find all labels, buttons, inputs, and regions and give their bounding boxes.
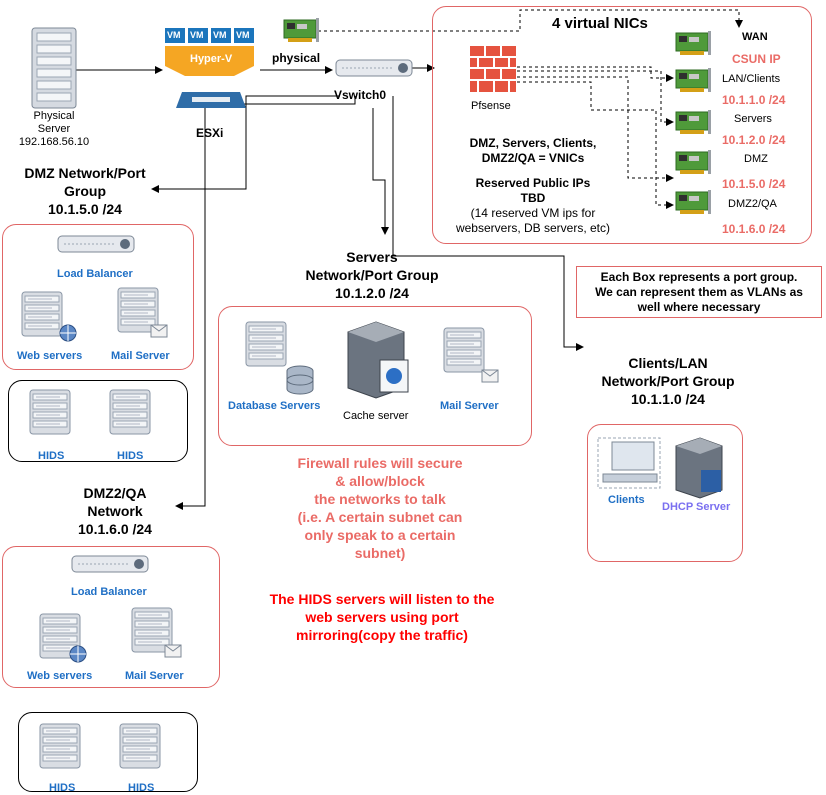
cache-server-label: Cache server (343, 410, 409, 422)
mail-icon (150, 324, 168, 338)
physical-nic-icon (283, 17, 320, 43)
mail-icon (481, 369, 499, 383)
hids-note-line3: mirroring(copy the traffic) (296, 627, 468, 643)
nic-servers-ip: 10.1.2.0 /24 (722, 133, 786, 147)
firewall-note-line2: & allow/block (335, 473, 425, 489)
hyperv-icon (165, 28, 254, 76)
globe-icon (59, 324, 77, 342)
port-group-note-box (576, 266, 822, 318)
vm-label-1: VM (167, 30, 181, 40)
dmz-hids-group (8, 380, 188, 462)
nic-servers-label: Servers (734, 113, 772, 125)
dmz2-hids-group (18, 712, 198, 792)
database-servers-label: Database Servers (228, 400, 321, 412)
vm-label-2: VM (190, 30, 204, 40)
esxi-device-icon (176, 92, 246, 108)
servers-group (218, 306, 532, 446)
dmz-title-line2: Group (64, 183, 106, 199)
reserved-line3: (14 reserved VM ips for (470, 206, 596, 220)
dmz2-group (2, 546, 220, 688)
firewall-note-line4: (i.e. A certain subnet can (297, 509, 463, 525)
nic-dmz-label: DMZ (744, 153, 768, 165)
dmz2-title-line2: Network (87, 503, 143, 519)
vnics-line2: DMZ2/QA = VNICs (481, 151, 585, 165)
dmz2-load-balancer-label: Load Balancer (71, 586, 147, 598)
dmz-load-balancer-label: Load Balancer (57, 268, 133, 280)
dmz2-title-line1: DMZ2/QA (83, 485, 147, 501)
physical-server-ip: 192.168.56.10 (18, 136, 90, 148)
vswitch-label: Vswitch0 (334, 88, 387, 102)
note-line1: Each Box represents a port group. (600, 270, 798, 284)
servers-title-line2: Network/Port Group (305, 267, 439, 283)
virtual-nics-title: 4 virtual NICs (552, 15, 648, 32)
firewall-note-line5: only speak to a certain (304, 527, 456, 543)
firewall-icon (470, 46, 516, 92)
dmz2-web-servers-label: Web servers (27, 670, 93, 682)
dmz-hids-label-1: HIDS (38, 450, 65, 462)
servers-mail-server-label: Mail Server (440, 400, 499, 412)
mail-icon (164, 644, 182, 658)
dmz-group (2, 224, 194, 370)
dmz-hids-label-2: HIDS (117, 450, 144, 462)
dhcp-server-icon (675, 437, 723, 499)
servers-title-line1: Servers (346, 249, 398, 265)
hids-note-line1: The HIDS servers will listen to the (269, 591, 495, 607)
clients-title-line2: Network/Port Group (601, 373, 735, 389)
vswitch-icon (335, 59, 413, 77)
note-line3: well where necessary (637, 300, 761, 314)
cache-server-icon (347, 321, 409, 399)
esxi-label: ESXi (196, 126, 224, 140)
dmz-subnet: 10.1.5.0 /24 (48, 201, 122, 217)
nic-lan-label: LAN/Clients (722, 73, 781, 85)
pfsense-group (432, 6, 812, 244)
physical-server-line1: Physical (33, 110, 75, 122)
vm-label-3: VM (213, 30, 227, 40)
hyperv-label: Hyper-V (190, 53, 233, 65)
dmz2-hids-label-1: HIDS (49, 782, 76, 794)
dmz2-mail-server-label: Mail Server (125, 670, 184, 682)
dmz-mail-server-label: Mail Server (111, 350, 170, 362)
vm-label-4: VM (236, 30, 250, 40)
nic-lan-ip: 10.1.1.0 /24 (722, 93, 786, 107)
nic-dmz-ip: 10.1.5.0 /24 (722, 177, 786, 191)
firewall-note-line6: subnet) (354, 545, 406, 561)
reserved-line1: Reserved Public IPs (475, 176, 591, 190)
pfsense-label: Pfsense (471, 100, 511, 112)
nic-wan-ip: CSUN IP (732, 52, 781, 66)
reserved-line2: TBD (520, 191, 546, 205)
clients-subnet: 10.1.1.0 /24 (631, 391, 705, 407)
physical-server-line2: Server (37, 123, 71, 135)
clients-title-line1: Clients/LAN (628, 355, 708, 371)
hids-note-line2: web servers using port (305, 609, 459, 625)
nic-wan-label: WAN (742, 31, 768, 43)
dhcp-server-label: DHCP Server (662, 501, 731, 513)
physical-server-icon (31, 27, 77, 109)
dmz-title-line1: DMZ Network/Port (24, 165, 146, 181)
clients-icon (597, 437, 661, 489)
nic-dmz2-ip: 10.1.6.0 /24 (722, 222, 786, 236)
database-icon (286, 365, 314, 395)
nic-dmz2-label: DMZ2/QA (728, 198, 777, 210)
physical-label: physical (272, 51, 321, 65)
vnics-line1: DMZ, Servers, Clients, (469, 136, 597, 150)
firewall-note-line3: the networks to talk (314, 491, 446, 507)
clients-label: Clients (608, 494, 645, 506)
dmz2-hids-label-2: HIDS (128, 782, 155, 794)
dmz-web-servers-label: Web servers (17, 350, 83, 362)
servers-subnet: 10.1.2.0 /24 (335, 285, 409, 301)
reserved-line4: webservers, DB servers, etc) (455, 221, 611, 235)
globe-icon (69, 645, 87, 663)
note-line2: We can represent them as VLANs as (595, 285, 803, 299)
dmz2-subnet: 10.1.6.0 /24 (78, 521, 152, 537)
firewall-note-line1: Firewall rules will secure (297, 455, 463, 471)
clients-group (587, 424, 743, 562)
